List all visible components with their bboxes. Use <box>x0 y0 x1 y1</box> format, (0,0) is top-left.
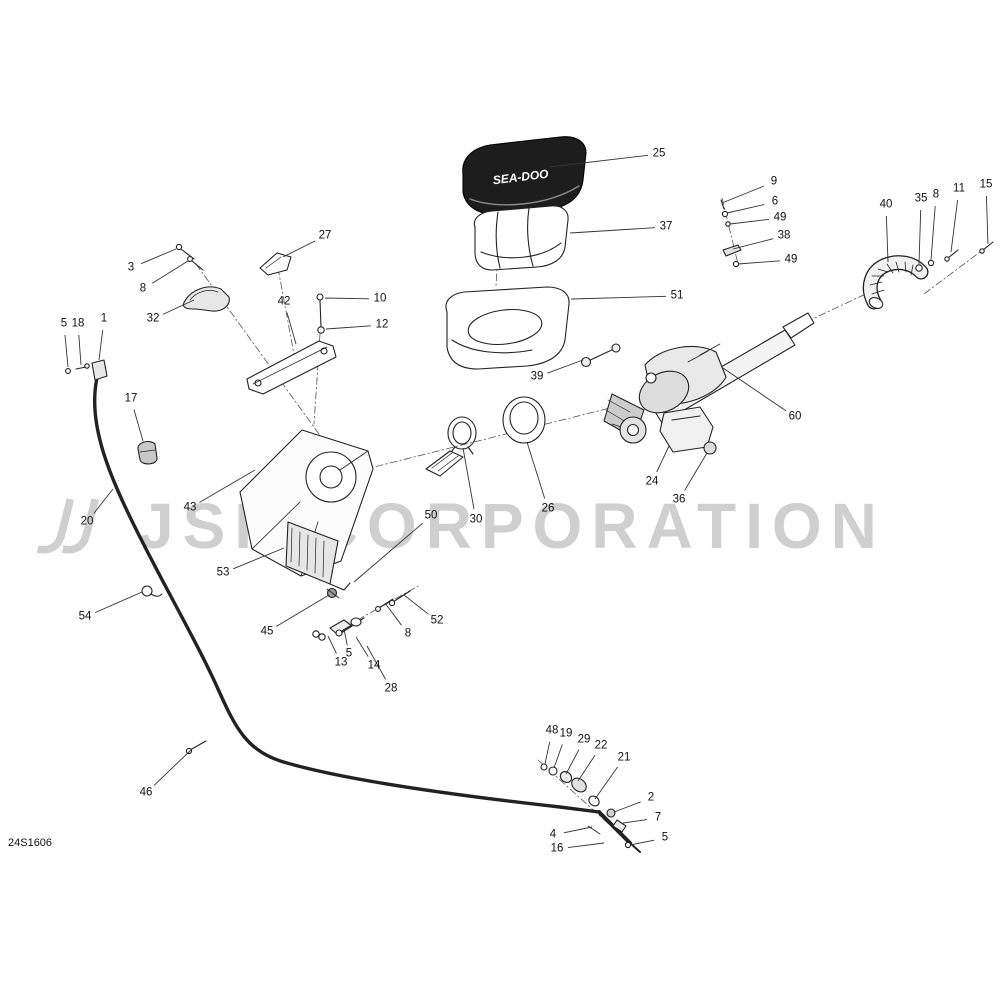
part-callout-43: 43 <box>183 501 197 514</box>
part-callout-20: 20 <box>80 515 94 528</box>
tilt-lever <box>580 343 621 368</box>
part-callout-29: 29 <box>577 733 591 746</box>
hardware-cluster <box>312 587 365 641</box>
part-callout-49: 49 <box>784 253 798 266</box>
part-callout-28: 28 <box>384 682 398 695</box>
part-callout-40: 40 <box>879 198 893 211</box>
part-callout-4: 4 <box>549 828 557 841</box>
part-callout-36: 36 <box>672 493 686 506</box>
part-callout-14: 14 <box>367 659 381 672</box>
part-callout-51: 51 <box>670 289 684 302</box>
support-plate <box>246 340 337 395</box>
part-callout-18: 18 <box>71 317 85 330</box>
part-callout-24: 24 <box>645 475 659 488</box>
part-callout-45: 45 <box>260 625 274 638</box>
part-callout-8: 8 <box>932 188 940 201</box>
part-callout-30: 30 <box>469 513 483 526</box>
part-callout-50: 50 <box>424 509 438 522</box>
cable-pin <box>185 740 207 755</box>
steering-column-assembly <box>603 312 815 444</box>
part-callout-15: 15 <box>979 178 993 191</box>
steering-cover <box>445 286 570 370</box>
part-callout-17: 17 <box>124 392 138 405</box>
handlebar-cover-lower <box>473 205 569 271</box>
cable-end-fittings <box>540 763 641 853</box>
part-callout-38: 38 <box>777 229 791 242</box>
screws-top-left <box>175 243 204 271</box>
part-callout-32: 32 <box>146 312 160 325</box>
leader-lines <box>64 154 989 849</box>
part-callout-48: 48 <box>545 724 559 737</box>
clamp-ring <box>447 416 477 456</box>
part-callout-46: 46 <box>139 786 153 799</box>
fasteners-top-right <box>915 241 994 272</box>
part-callout-10: 10 <box>373 292 387 305</box>
retainer-clip <box>259 252 292 276</box>
part-callout-49: 49 <box>773 211 787 224</box>
part-callout-60: 60 <box>788 410 802 423</box>
screw-vertical <box>316 293 325 334</box>
latch-bracket <box>659 406 717 455</box>
part-callout-37: 37 <box>659 220 673 233</box>
part-callout-5: 5 <box>60 317 68 330</box>
part-callout-5: 5 <box>661 831 669 844</box>
part-callout-27: 27 <box>318 229 332 242</box>
part-callout-25: 25 <box>652 147 666 160</box>
part-callout-6: 6 <box>771 195 779 208</box>
part-callout-3: 3 <box>127 261 135 274</box>
part-callout-13: 13 <box>334 656 348 669</box>
part-callout-16: 16 <box>550 842 564 855</box>
part-callout-53: 53 <box>216 566 230 579</box>
watermark-logo-icon <box>36 498 99 554</box>
part-callout-7: 7 <box>654 811 662 824</box>
part-callout-9: 9 <box>770 175 778 188</box>
steering-cable <box>65 359 601 814</box>
screws-mid <box>375 590 411 612</box>
adjust-lever <box>425 450 464 477</box>
part-callout-26: 26 <box>541 502 555 515</box>
part-callout-1: 1 <box>100 312 108 325</box>
part-callout-11: 11 <box>953 182 965 195</box>
steering-support-bracket <box>239 429 374 591</box>
part-callout-5: 5 <box>345 647 353 660</box>
part-callout-22: 22 <box>594 739 608 752</box>
brand-logo-text: SEA-DOO <box>492 167 550 188</box>
diagram-code: 24S1606 <box>8 837 53 849</box>
corrugated-tube <box>862 255 929 310</box>
part-callout-8: 8 <box>139 282 147 295</box>
part-callout-12: 12 <box>375 318 389 331</box>
part-callout-52: 52 <box>430 614 444 627</box>
part-callout-39: 39 <box>530 370 544 383</box>
part-callout-8: 8 <box>404 627 412 640</box>
grommet <box>137 440 158 465</box>
part-callout-19: 19 <box>559 727 573 740</box>
handlebar-cover-dark: SEA-DOO <box>462 136 587 215</box>
clamp-bracket <box>182 286 230 312</box>
spring-hook <box>141 585 163 597</box>
part-callout-21: 21 <box>617 751 631 764</box>
bezel-ring <box>502 396 546 444</box>
part-callout-42: 42 <box>277 295 291 308</box>
part-callout-54: 54 <box>78 610 92 623</box>
part-callout-2: 2 <box>647 791 655 804</box>
part-callout-35: 35 <box>914 192 928 205</box>
